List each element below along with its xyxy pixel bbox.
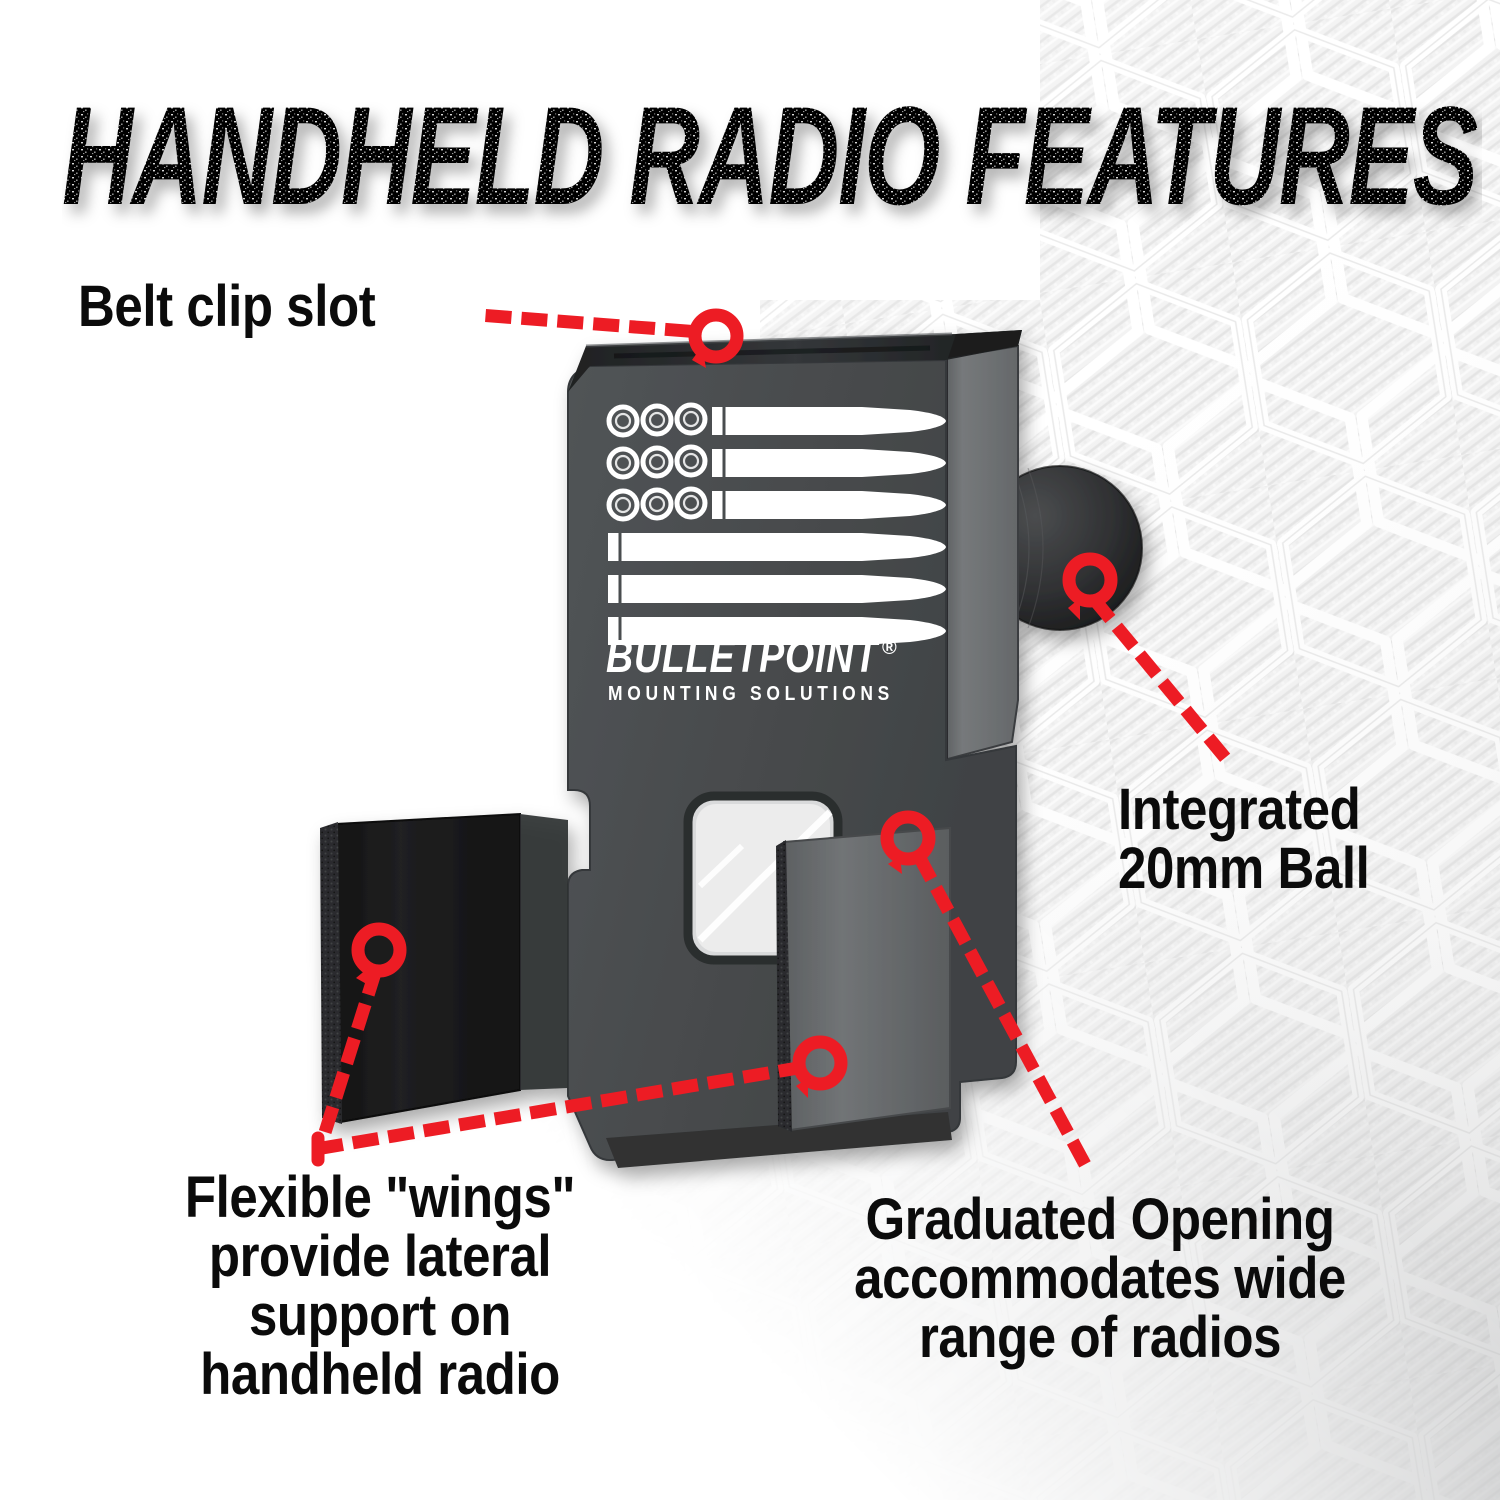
bracket-base-lip — [606, 1112, 952, 1168]
right-flexible-wing — [776, 826, 951, 1132]
leader-integrated-ball — [1088, 594, 1242, 776]
marker-graduated-opening — [880, 810, 936, 866]
callout-line: Integrated — [1118, 777, 1361, 842]
brand-wordmark: BULLETPOINT — [606, 630, 880, 682]
marker-integrated-ball — [1062, 552, 1118, 608]
bracket-top-edge — [568, 330, 1022, 392]
brand-tagline: MOUNTING SOLUTIONS — [608, 683, 894, 705]
callout-line: Flexible "wings" — [184, 1165, 576, 1230]
leader-wings-left — [313, 967, 383, 1151]
bulletpoint-logo: BULLETPOINT ® MOUNTING SOLUTIONS — [606, 402, 946, 705]
left-flexible-wing — [320, 812, 568, 1124]
leader-wings-right — [314, 1060, 806, 1156]
registered-mark-icon: ® — [882, 637, 897, 659]
page-title: HANDHELD RADIO FEATURES — [62, 92, 1482, 232]
callout-label-integrated-ball: Integrated 20mm Ball — [1118, 777, 1370, 902]
callout-line: 20mm Ball — [1118, 836, 1370, 902]
marker-wings-left — [351, 922, 407, 978]
callout-line: accommodates wide — [854, 1246, 1346, 1312]
belt-clip-slot — [613, 345, 931, 359]
callout-line: range of radios — [918, 1305, 1282, 1371]
callout-line: handheld radio — [200, 1342, 560, 1408]
page-title-text: HANDHELD RADIO FEATURES — [62, 92, 1477, 232]
callout-line: provide lateral — [208, 1224, 552, 1290]
callout-line: Belt clip slot — [78, 274, 376, 339]
leader-graduated-opening — [913, 853, 1097, 1179]
marker-wings-right — [792, 1035, 848, 1091]
callout-label-graduated-opening: Graduated Opening accommodates wide rang… — [810, 1187, 1391, 1371]
leader-belt-clip-slot — [485, 309, 707, 339]
callout-line: support on — [248, 1283, 512, 1349]
marker-belt-clip-slot — [688, 308, 744, 364]
callout-label-belt-clip-slot: Belt clip slot — [78, 274, 376, 339]
callout-line: Graduated Opening — [865, 1187, 1335, 1252]
callout-label-flexible-wings: Flexible "wings" provide lateral support… — [98, 1168, 661, 1405]
